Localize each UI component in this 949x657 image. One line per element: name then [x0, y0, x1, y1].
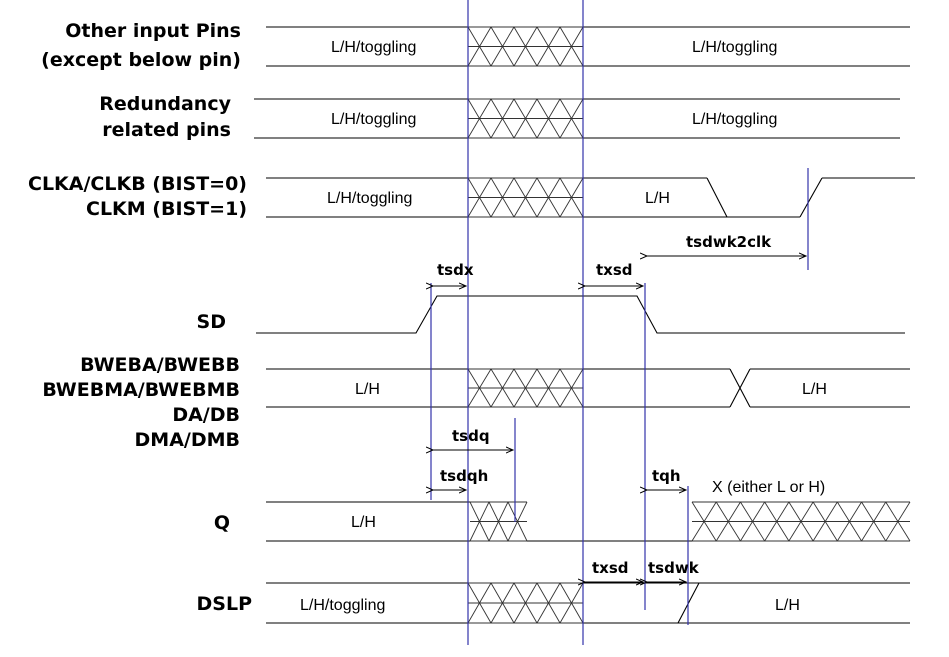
hatch-clk — [467, 177, 584, 218]
reference-lines — [430, 0, 809, 645]
state-other-left: L/H/toggling — [331, 39, 416, 56]
label-clk-2: CLKM (BIST=1) — [86, 198, 247, 220]
state-q-note: X (either L or H) — [712, 479, 825, 496]
state-other-right: L/H/toggling — [692, 39, 777, 56]
hatch-bweb — [467, 368, 584, 408]
label-clk-1: CLKA/CLKB (BIST=0) — [28, 173, 247, 195]
label-other-inputs-1: Other input Pins — [65, 20, 241, 42]
state-dslp-right: L/H — [775, 597, 800, 614]
label-tsdqh: tsdqh — [440, 467, 488, 485]
timing-labels: tsdwk2clk tsdx txsd tsdq tsdqh tqh txsd … — [437, 233, 772, 577]
signal-labels: Other input Pins (except below pin) Redu… — [28, 20, 252, 615]
label-tsdwk2clk: tsdwk2clk — [686, 233, 772, 251]
state-clk-mid: L/H — [645, 190, 670, 207]
state-bweb-right: L/H — [802, 381, 827, 398]
hatch-q-transition — [469, 501, 528, 542]
state-dslp-left: L/H/toggling — [300, 597, 385, 614]
label-redundancy-1: Redundancy — [99, 93, 231, 115]
label-bweb-2: BWEBMA/BWEBMB — [42, 379, 240, 401]
label-bweb-1: BWEBA/BWEBB — [80, 354, 240, 376]
label-txsd-dslp: txsd — [592, 559, 629, 577]
hatch-dslp — [467, 582, 584, 624]
label-dslp: DSLP — [197, 593, 253, 615]
state-labels: L/H/toggling L/H/toggling L/H/toggling L… — [300, 39, 827, 614]
label-other-inputs-2: (except below pin) — [41, 49, 241, 71]
label-tqh: tqh — [652, 467, 681, 485]
state-redundancy-left: L/H/toggling — [331, 111, 416, 128]
state-q-left: L/H — [351, 514, 376, 531]
label-txsd-sd: txsd — [596, 261, 633, 279]
hatch-other-inputs — [467, 26, 584, 67]
state-clk-left: L/H/toggling — [327, 190, 412, 207]
label-bweb-3: DA/DB — [172, 404, 240, 426]
label-tsdq: tsdq — [452, 427, 490, 445]
label-q: Q — [214, 512, 230, 534]
wave-other-inputs — [266, 26, 910, 67]
hatch-q-unknown — [691, 501, 911, 542]
label-tsdx: tsdx — [437, 261, 474, 279]
hatch-regions — [467, 26, 911, 624]
timing-arrows — [433, 256, 806, 582]
label-redundancy-2: related pins — [102, 119, 231, 141]
state-redundancy-right: L/H/toggling — [692, 111, 777, 128]
hatch-redundancy — [467, 98, 584, 139]
label-tsdwk: tsdwk — [648, 559, 700, 577]
label-bweb-4: DMA/DMB — [135, 429, 240, 451]
label-sd: SD — [197, 311, 226, 333]
wave-sd — [256, 295, 905, 334]
state-bweb-left: L/H — [355, 381, 380, 398]
